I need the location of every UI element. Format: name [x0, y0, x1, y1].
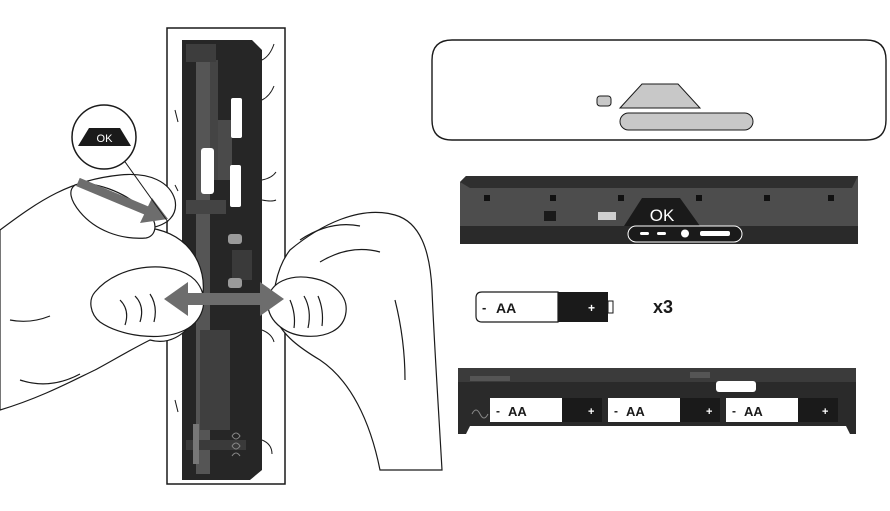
- tray-battery-1: - AA +: [490, 398, 602, 422]
- led-indicator: [596, 95, 612, 107]
- battery-quantity: x3: [653, 297, 673, 317]
- remote-body: [182, 40, 262, 480]
- bottom-port-dots: [640, 229, 730, 238]
- slot-3: [230, 165, 241, 207]
- ok-button-top: [618, 83, 702, 109]
- press-arrow: [76, 177, 168, 223]
- tray-battery-3-label: AA: [744, 404, 763, 419]
- left-illustration: OK: [0, 27, 443, 485]
- ok-button-side-label: OK: [650, 206, 675, 225]
- tray-battery-2-minus: -: [614, 404, 618, 418]
- slot-1: [231, 98, 242, 138]
- tray-battery-3: - AA +: [726, 398, 838, 422]
- ok-callout-label: OK: [97, 133, 114, 145]
- battery-minus: -: [482, 300, 486, 315]
- edge-marks: [174, 43, 277, 455]
- tray-battery-1-plus: +: [588, 406, 594, 418]
- ok-callout: OK: [71, 104, 169, 223]
- tray-battery-1-label: AA: [508, 404, 527, 419]
- ok-button-side: [624, 198, 700, 226]
- tray-battery-2: - AA +: [608, 398, 720, 422]
- remote-top-view: [431, 39, 887, 141]
- slide-cover-grip: [619, 112, 754, 131]
- tray-battery-2-label: AA: [626, 404, 645, 419]
- right-hand: [267, 211, 443, 471]
- slide-arrow: [164, 282, 284, 316]
- tray-battery-2-plus: +: [706, 406, 712, 418]
- tray-battery-3-minus: -: [732, 404, 736, 418]
- battery-tray: - AA + - AA + - AA +: [458, 368, 856, 434]
- slot-2: [201, 148, 214, 194]
- tray-window: [716, 381, 756, 392]
- clip-holes: [484, 195, 834, 201]
- battery-label: AA: [496, 300, 516, 316]
- remote-bottom-view: OK: [460, 176, 858, 244]
- tray-battery-1-minus: -: [496, 404, 500, 418]
- battery-plus: +: [588, 301, 595, 315]
- aa-battery-single: - AA +: [475, 291, 614, 323]
- left-hand: [0, 173, 205, 411]
- tray-battery-3-plus: +: [822, 406, 828, 418]
